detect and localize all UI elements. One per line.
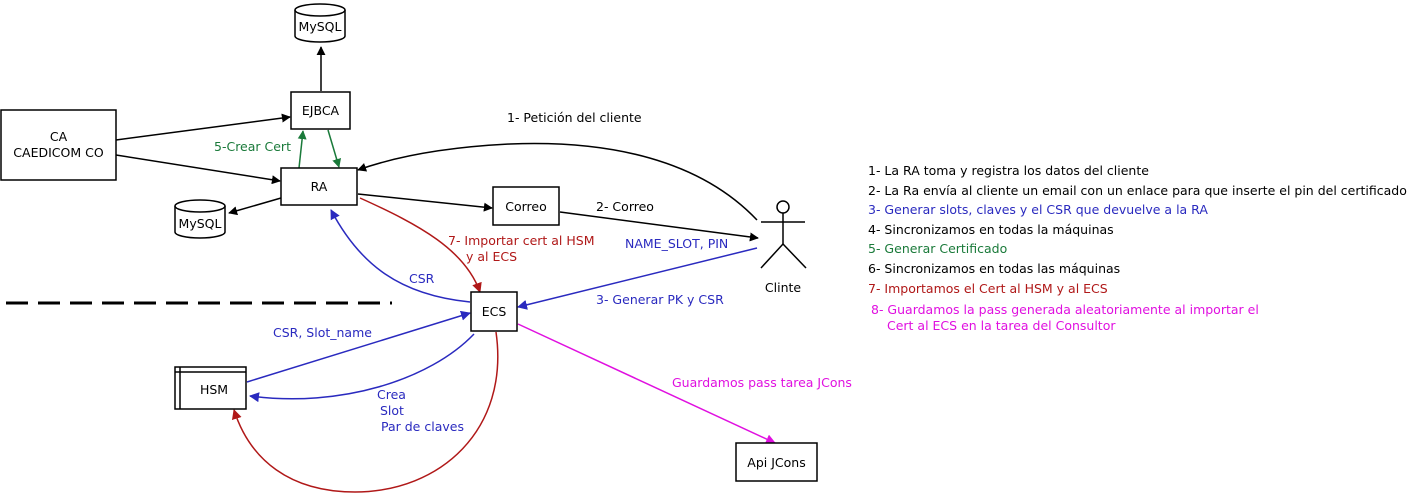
edge-cliente-to-ra [357, 142, 758, 221]
label-correo: 2- Correo [596, 199, 654, 214]
label-crea: Crea [377, 387, 406, 402]
label-csr-slot: CSR, Slot_name [273, 325, 372, 340]
note-8: 8- Guardamos la pass generada aleatoriam… [871, 302, 1420, 334]
cliente-label: Clinte [765, 280, 801, 295]
mysql-left-node: MySQL [174, 199, 226, 239]
label-slot: Slot [380, 403, 404, 418]
label-crear-cert: 5-Crear Cert [214, 139, 291, 154]
note-5: 5- Generar Certificado [868, 241, 1008, 257]
label-par-claves: Par de claves [381, 419, 464, 434]
ecs-label: ECS [482, 304, 507, 319]
label-importar-line2: y al ECS [466, 249, 517, 264]
edge-ecs-to-ra [330, 209, 471, 303]
ejbca-label: EJBCA [302, 103, 340, 118]
label-guardamos: Guardamos pass tarea JCons [672, 375, 852, 390]
mysql-top-node: MySQL [294, 3, 346, 43]
hsm-node: HSM [174, 366, 247, 410]
label-name-slot: NAME_SLOT, PIN [625, 236, 728, 251]
correo-node: Correo [492, 186, 560, 226]
edge-correo-to-cliente [559, 211, 759, 242]
edge-ecs-to-api-jcons [517, 323, 776, 444]
note-8-line1: 8- Guardamos la pass generada aleatoriam… [871, 302, 1259, 318]
note-7: 7- Importamos el Cert al HSM y al ECS [868, 280, 1108, 296]
ejbca-node: EJBCA [290, 91, 351, 130]
edge-ecs-to-hsm-red [231, 331, 499, 493]
edge-ra-to-ejbca [297, 130, 307, 169]
hsm-label: HSM [200, 382, 228, 397]
ca-label-line1: CA [50, 129, 68, 144]
note-8-line2: Cert al ECS en la tarea del Consultor [887, 318, 1116, 334]
legend-notes: 1- La RA toma y registra los datos del c… [868, 161, 1420, 334]
label-csr: CSR [409, 271, 435, 286]
note-2: 2- La Ra envía al cliente un email con u… [868, 182, 1407, 198]
edge-ra-to-ecs [359, 197, 482, 293]
ra-node: RA [280, 167, 358, 206]
correo-label: Correo [505, 199, 547, 214]
ra-label: RA [311, 179, 328, 194]
mysql-top-label: MySQL [299, 19, 342, 34]
api-jcons-node: Api JCons [735, 442, 818, 482]
ca-label-line2: CAEDICOM CO [13, 145, 104, 160]
edge-ca-to-ejbca [115, 113, 291, 141]
edge-ra-to-mysql [228, 197, 282, 216]
note-6: 6- Sincronizamos en todas las máquinas [868, 260, 1121, 276]
edge-ejbca-to-ra [327, 129, 342, 168]
edge-cliente-to-ecs [517, 247, 758, 310]
ca-node: CA CAEDICOM CO [0, 109, 117, 181]
label-generar-pk: 3- Generar PK y CSR [596, 292, 724, 307]
note-1: 1- La RA toma y registra los datos del c… [868, 163, 1149, 178]
api-jcons-label: Api JCons [747, 455, 805, 470]
label-peticion: 1- Petición del cliente [507, 110, 642, 125]
note-4: 4- Sincronizamos en todas la máquinas [868, 221, 1114, 237]
edge-ca-to-ra [115, 154, 281, 185]
label-importar-line1: 7- Importar cert al HSM [448, 233, 595, 248]
note-3: 3- Generar slots, claves y el CSR que de… [868, 202, 1208, 218]
ecs-node: ECS [470, 291, 518, 332]
edge-hsm-to-ecs [246, 310, 471, 383]
mysql-left-label: MySQL [179, 216, 222, 231]
edge-ecs-to-hsm [249, 333, 475, 403]
cliente-actor: Clinte [760, 200, 807, 295]
edge-ra-to-correo [357, 193, 493, 212]
